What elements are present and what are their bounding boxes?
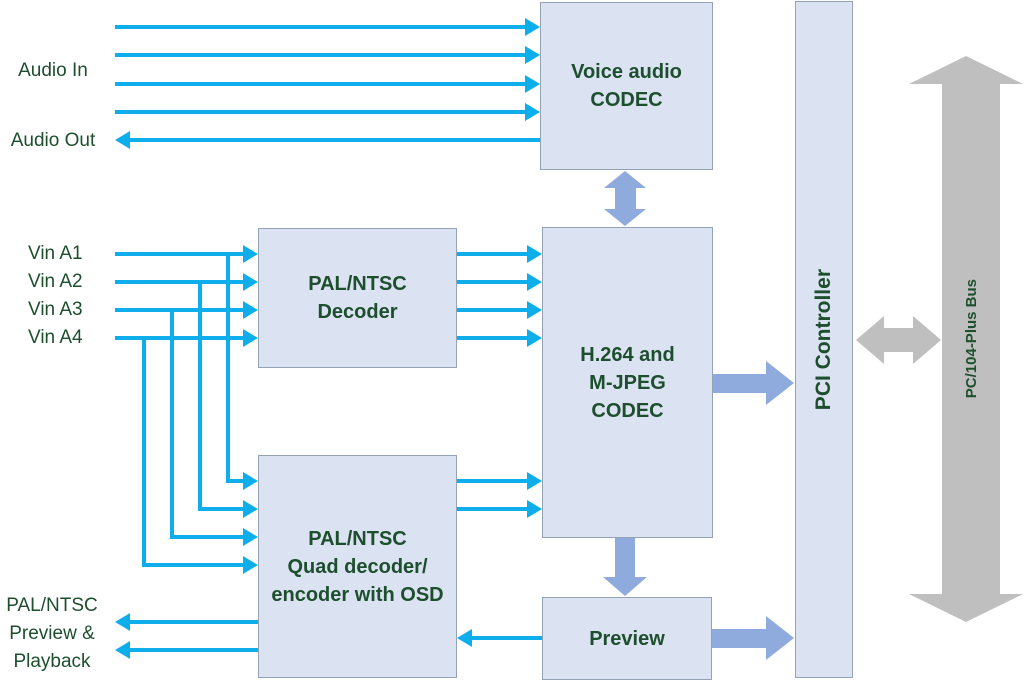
arrowhead-right-icon — [527, 245, 542, 263]
arrowhead-left-icon — [115, 131, 130, 149]
bus-body — [942, 83, 1000, 595]
arrowhead-right-icon — [525, 18, 540, 36]
preview-block: Preview — [542, 597, 712, 680]
arrowhead-left-icon — [115, 641, 130, 659]
preview-playback-label: PAL/NTSC Preview & Playback — [0, 592, 104, 676]
pal-ntsc-decoder-block: PAL/NTSC Decoder — [258, 228, 457, 368]
arrowhead-right-icon — [243, 528, 258, 546]
preview-label: Preview — [589, 627, 665, 650]
arrowhead-right-icon — [243, 329, 258, 347]
preview-playback-label-line2: Preview & — [9, 623, 95, 644]
voice-codec-label-line1: Voice audio — [571, 61, 682, 83]
preview-playback-label-line3: Playback — [13, 651, 91, 672]
vin-a2-label: Vin A2 — [28, 271, 83, 292]
preview-pci-link-body — [712, 629, 767, 648]
quad-decoder-block: PAL/NTSC Quad decoder/ encoder with OSD — [258, 455, 457, 678]
quad-decoder-label-line1: PAL/NTSC — [308, 527, 407, 550]
arrowhead-right-icon — [243, 301, 258, 319]
voice-codec-label-line2: CODEC — [590, 89, 663, 111]
h264-preview-arrowhead-icon — [603, 577, 647, 596]
voice-codec-block: Voice audio CODEC — [540, 2, 713, 170]
arrowhead-right-icon — [527, 301, 542, 319]
arrowhead-right-icon — [243, 472, 258, 490]
arrowhead-right-icon — [527, 472, 542, 490]
h264-label-line1: H.264 and — [580, 343, 675, 366]
voice-h264-arrowhead-down-icon — [604, 209, 646, 226]
preview-pci-arrowhead-icon — [766, 616, 794, 660]
h264-codec-block: H.264 and M-JPEG CODEC — [542, 227, 713, 538]
arrowhead-left-icon — [457, 629, 472, 647]
arrowhead-right-icon — [243, 556, 258, 574]
pal-decoder-label-line2: Decoder — [317, 301, 398, 323]
h264-label-line2: M-JPEG — [589, 371, 666, 394]
quad-decoder-label-line2: Quad decoder/ — [287, 555, 428, 578]
pci-controller-block: PCI Controller — [795, 1, 853, 678]
arrowhead-right-icon — [527, 500, 542, 518]
h264-pci-link-body — [713, 374, 768, 393]
arrowhead-right-icon — [527, 329, 542, 347]
arrowhead-right-icon — [525, 103, 540, 121]
arrowhead-right-icon — [243, 245, 258, 263]
arrowhead-right-icon — [525, 75, 540, 93]
h264-pci-arrowhead-icon — [766, 361, 794, 405]
pci-bus-arrowhead-right-icon — [913, 316, 941, 364]
arrowhead-left-icon — [115, 613, 130, 631]
h264-label-line3: CODEC — [591, 399, 664, 422]
pal-decoder-label-line1: PAL/NTSC — [308, 273, 407, 295]
bus-arrowhead-up-icon — [909, 56, 1023, 84]
audio-in-label: Audio In — [18, 60, 88, 81]
h264-preview-link-body — [615, 538, 635, 579]
vin-a3-label: Vin A3 — [28, 299, 83, 320]
pci-bus-arrowhead-left-icon — [856, 316, 884, 364]
pci-controller-label: PCI Controller — [812, 268, 835, 411]
voice-h264-link-body — [615, 186, 636, 210]
arrowhead-right-icon — [243, 500, 258, 518]
voice-h264-arrowhead-up-icon — [604, 171, 646, 188]
pc104-bus-label: PC/104-Plus Bus — [962, 279, 980, 399]
arrowhead-right-icon — [527, 273, 542, 291]
quad-decoder-label-line3: encoder with OSD — [271, 583, 444, 606]
bus-label-wrap: PC/104-Plus Bus — [942, 83, 1000, 595]
pci-bus-link-body — [882, 328, 914, 352]
arrowhead-right-icon — [243, 273, 258, 291]
vin-a4-label: Vin A4 — [28, 327, 83, 348]
audio-out-label: Audio Out — [10, 130, 96, 151]
preview-playback-label-line1: PAL/NTSC — [6, 595, 98, 616]
vin-a1-label: Vin A1 — [28, 243, 83, 264]
arrowhead-right-icon — [525, 46, 540, 64]
bus-arrowhead-down-icon — [909, 594, 1023, 622]
